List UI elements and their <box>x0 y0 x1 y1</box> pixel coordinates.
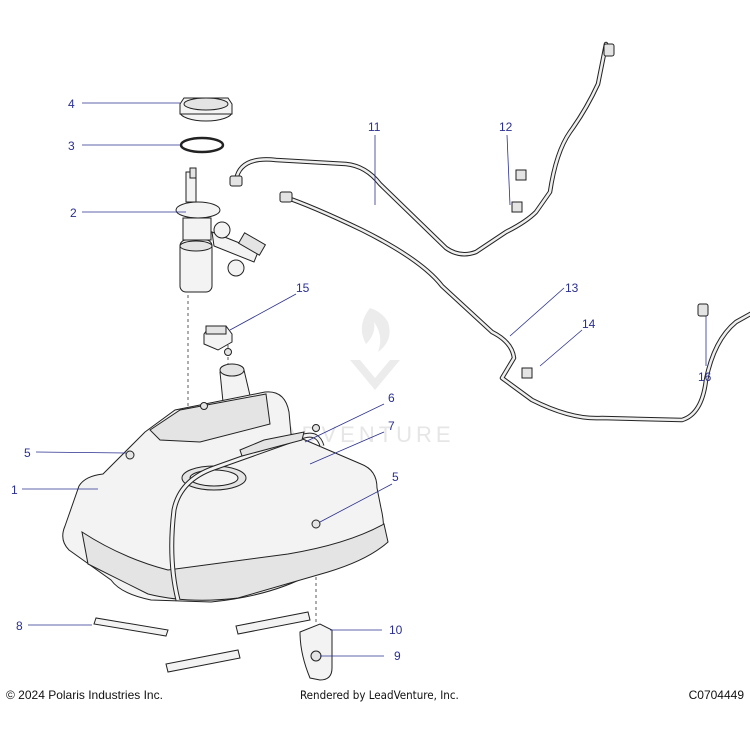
callout-8[interactable]: 8 <box>16 619 23 633</box>
leader-13 <box>509 287 565 337</box>
fuel-tank-part <box>62 363 389 603</box>
callout-14[interactable]: 14 <box>582 317 596 331</box>
callout-12[interactable]: 12 <box>499 120 513 134</box>
tank-strap-part <box>169 431 325 601</box>
callout-6[interactable]: 6 <box>388 391 395 405</box>
callout-2[interactable]: 2 <box>70 206 77 220</box>
callout-4[interactable]: 4 <box>68 97 75 111</box>
rendered-by-text: Rendered by LeadVenture, Inc. <box>300 688 459 702</box>
lock-ring-part <box>179 97 233 122</box>
bracket-part <box>299 623 333 681</box>
callout-15[interactable]: 15 <box>296 281 310 295</box>
fuel-line-13 <box>279 191 750 423</box>
filler-cap-part <box>203 325 233 351</box>
callout-16[interactable]: 16 <box>698 370 712 384</box>
callout-5-left[interactable]: 5 <box>24 446 31 460</box>
leader-7 <box>309 431 385 465</box>
bolt-icon <box>125 348 321 529</box>
clip-part <box>511 169 533 379</box>
leader-6 <box>304 403 385 443</box>
leader-14 <box>539 329 583 367</box>
callout-1[interactable]: 1 <box>11 483 18 497</box>
leader-15 <box>229 293 297 331</box>
diagram-code: C0704449 <box>688 688 744 702</box>
tank-pad-part <box>93 611 311 673</box>
callout-5-right[interactable]: 5 <box>392 470 399 484</box>
fuel-line-11 <box>229 41 615 257</box>
leader-12 <box>506 134 511 206</box>
callout-9[interactable]: 9 <box>394 649 401 663</box>
fuel-pump-part <box>175 167 267 293</box>
leader-5b <box>319 483 393 523</box>
copyright-text: © 2024 Polaris Industries Inc. <box>6 688 163 702</box>
callout-11[interactable]: 11 <box>368 120 381 134</box>
callout-10[interactable]: 10 <box>389 623 403 637</box>
callout-7[interactable]: 7 <box>388 419 395 433</box>
leader-5a <box>35 451 127 454</box>
callout-13[interactable]: 13 <box>565 281 579 295</box>
seal-part <box>179 136 225 154</box>
callout-3[interactable]: 3 <box>68 139 75 153</box>
